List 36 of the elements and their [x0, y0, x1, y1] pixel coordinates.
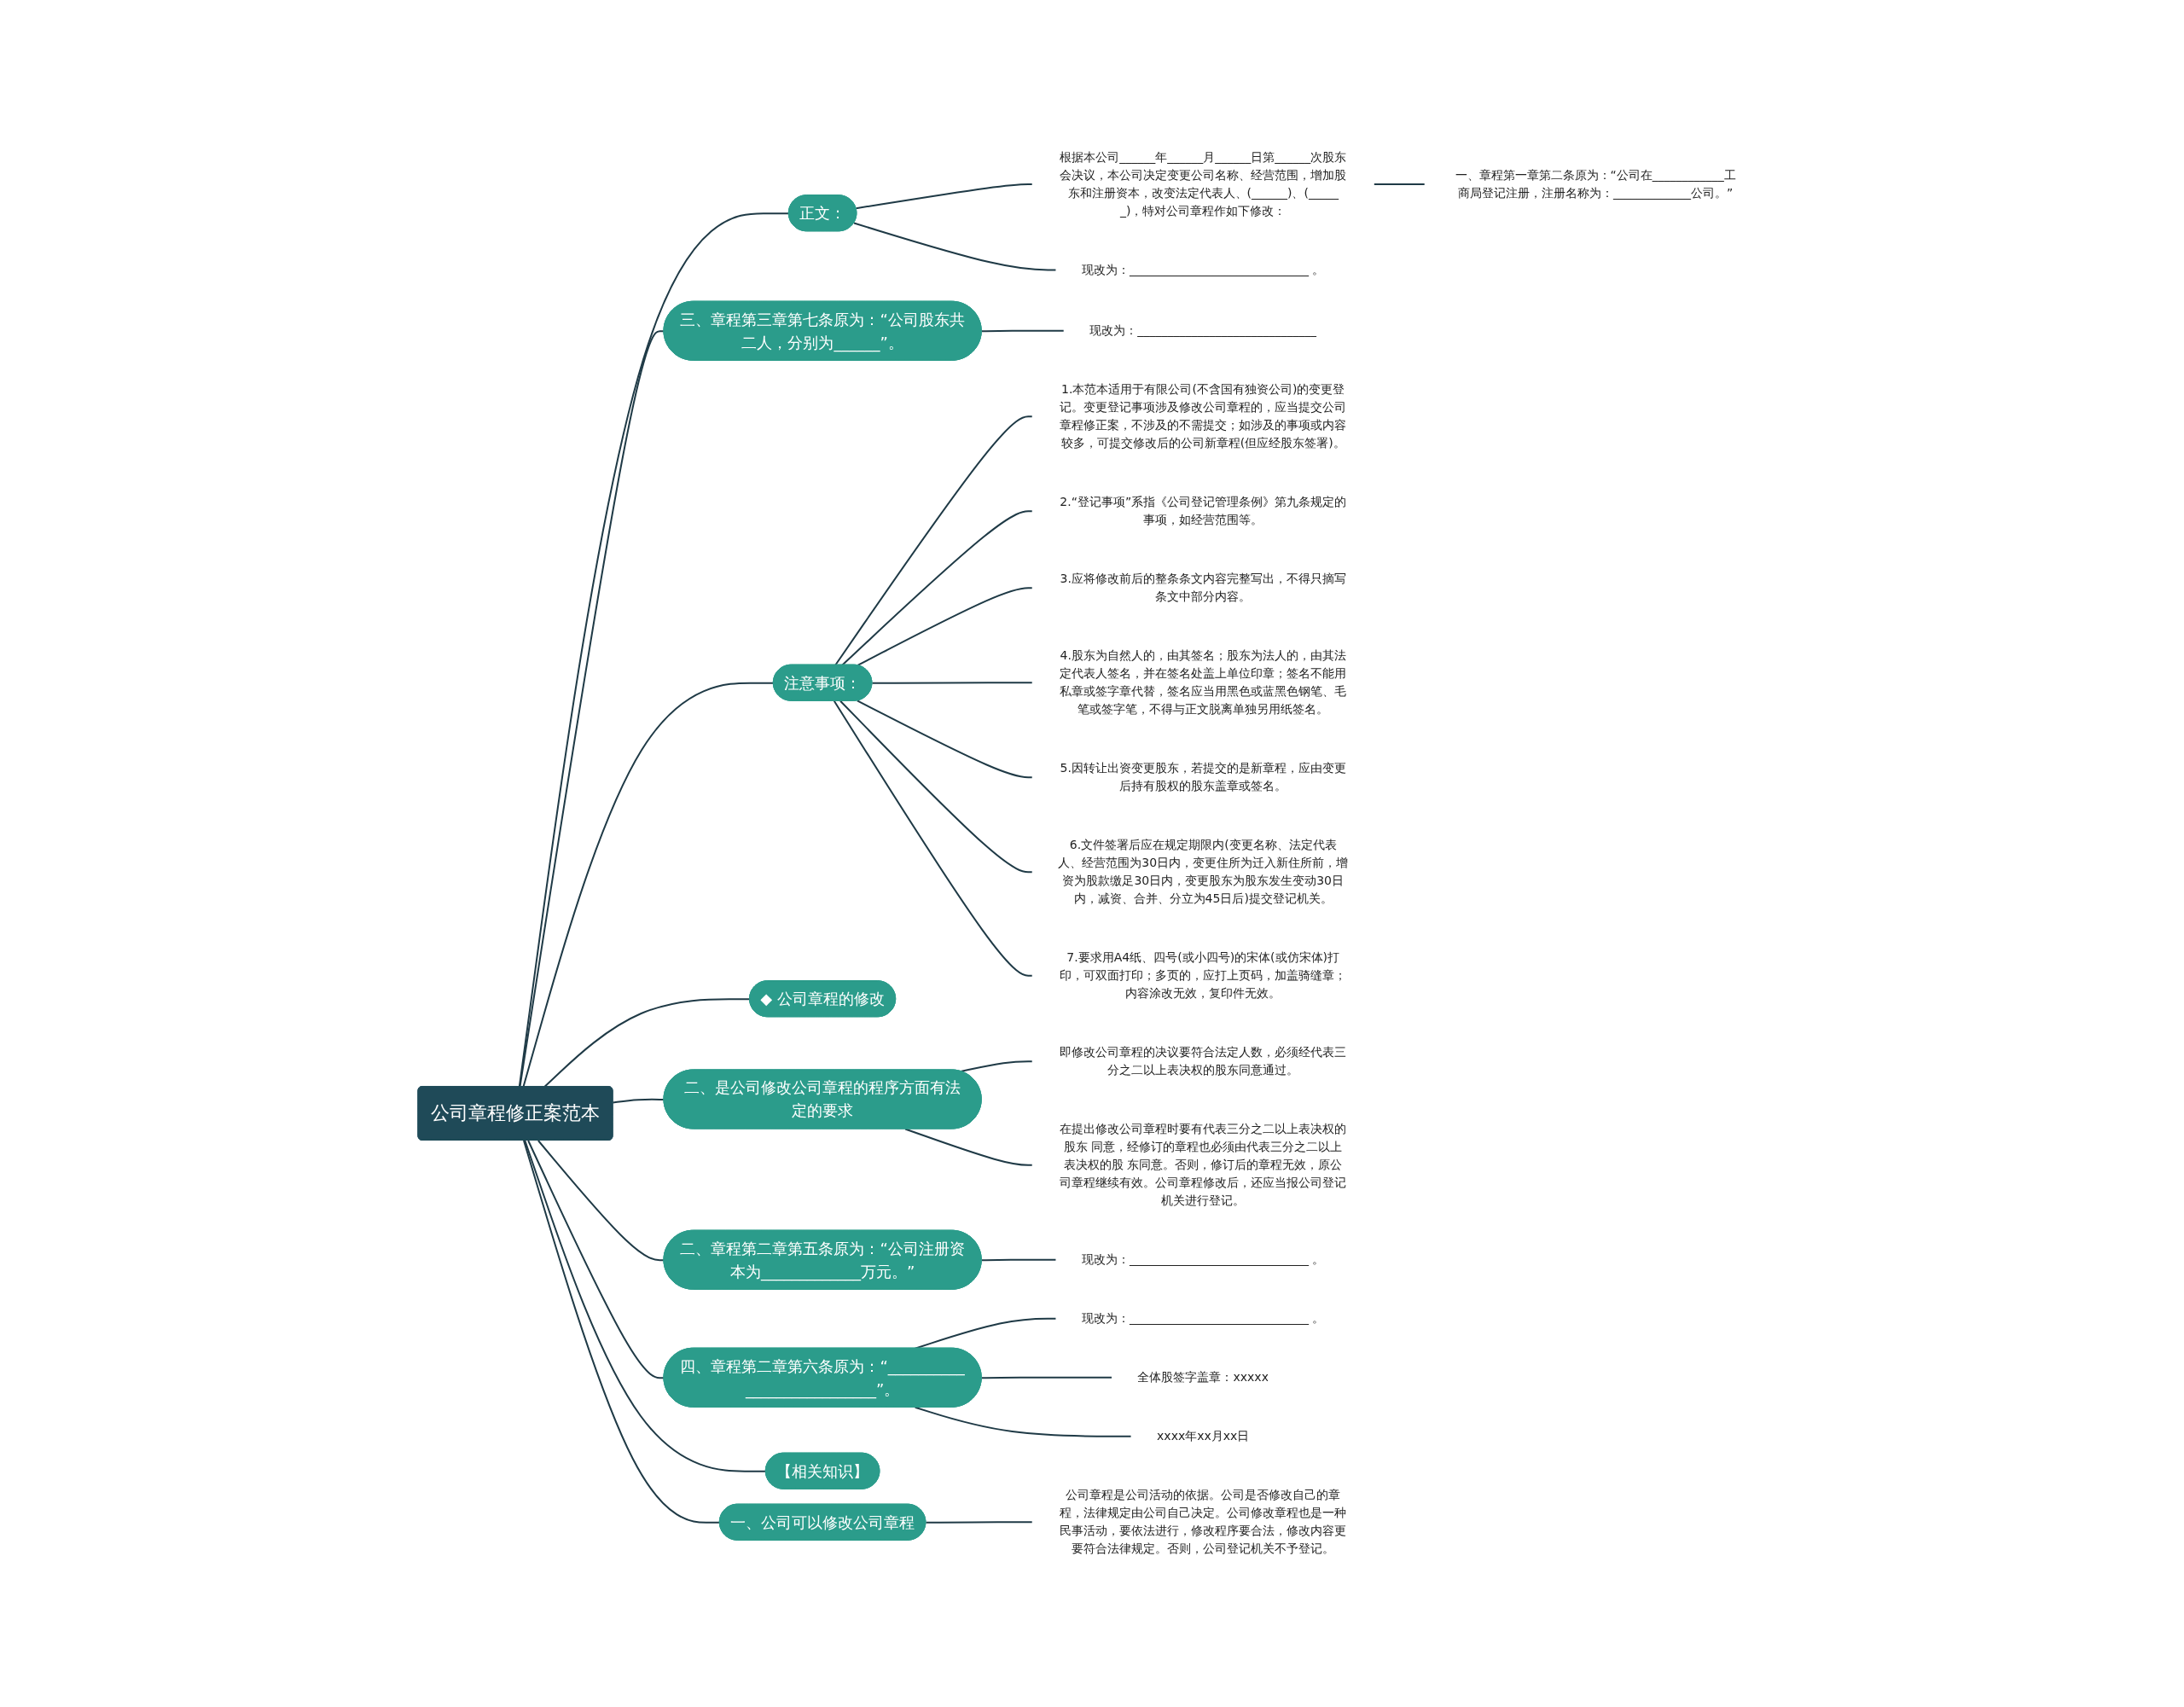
connector	[1373, 183, 1426, 186]
connector	[855, 183, 1034, 210]
connector	[904, 1128, 1034, 1167]
node-text: 全体股签字盖章：xxxxx	[1137, 1370, 1269, 1385]
node-text: 公司章程是公司活动的依据。公司是否修改自己的章程，法律规定由公司自己决定。公司修改章程也是一种民事活动，要依法进行，修改程序要合法，修改内容更要符合法律规定。否则，公司登记机关不予登记。	[1060, 1488, 1347, 1556]
node-text: 现改为：______________________________	[1089, 323, 1317, 338]
node-text: 1.本范本适用于有限公司(不含国有独资公司)的变更登记。变更登记事项涉及修改公司章程的，应当提交公司章程修正案，不涉及的不需提交；如涉及的事项或内容较多，可提交修改后的公司新章程(但应经股东签署)。	[1060, 382, 1347, 450]
connector	[524, 1140, 767, 1473]
node-text: 2.“登记事项”系指《公司登记管理条例》第九条规定的事项，如经营范围等。	[1060, 495, 1347, 527]
connector	[841, 510, 1034, 667]
connector	[871, 682, 1034, 685]
connector	[914, 1407, 1132, 1438]
connector	[852, 222, 1057, 271]
node-text: 在提出修改公司章程时要有代表三分之二以上表决权的股东 同意，经修订的章程也必须由代表三分之二以上表决权的股 东同意。否则，修订后的章程无效，原公司章程继续有效。公司章程修改后，还应当报公司登记机关进行登记。	[1060, 1122, 1347, 1208]
connector	[856, 587, 1034, 667]
connector	[856, 700, 1034, 779]
node-text: 根据本公司______年______月______日第______次股东会决议，本公司决定变更公司名称、经营范围，增加股东和注册资本，改变法定代表人、(______)、(______)，特对公司章程作如下修改：	[1060, 150, 1347, 218]
node-text: 现改为：______________________________ 。	[1081, 1252, 1325, 1267]
node-text: 4.股东为自然人的，由其签名；股东为法人的，由其法定代表人签名，并在签名处盖上单位印章；签名不能用私章或签字章代替，签名应当用黑色或蓝黑色钢笔、毛笔或签字笔，不得与正文脱离单独另用纸签名。	[1060, 648, 1347, 717]
connector	[980, 330, 1066, 333]
node-text: 现改为：______________________________ 。	[1081, 1311, 1325, 1326]
connector	[522, 1140, 721, 1524]
node-text: 7.要求用A4纸、四号(或小四号)的宋体(或仿宋体)打印，可双面打印；多页的，应打上页码，加盖骑缝章；内容涂改无效，复印件无效。	[1060, 950, 1347, 1001]
node-text: 现改为：______________________________ 。	[1081, 263, 1325, 277]
connector	[980, 1259, 1057, 1262]
connector	[834, 415, 1034, 667]
connector	[925, 1521, 1034, 1524]
node-text: 一、章程第一章第二条原为：“公司在____________工商局登记注册，注册名称为：_____________公司。”	[1455, 168, 1736, 200]
node-text: 5.因转让出资变更股东，若提交的是新章程，应由变更后持有股权的股东盖章或签名。	[1060, 761, 1346, 793]
node-text: 6.文件签署后应在规定期限内(变更名称、法定代表人、经营范围为30日内，变更住所为迁入新住所前，增资为股款缴足30日内，变更股东为股东发生变动30日内，减资、合并、分立为45日后)提交登记机关。	[1058, 838, 1348, 906]
node-text: 即修改公司章程的决议要符合法定人数，必须经代表三分之二以上表决权的股东同意通过。	[1060, 1045, 1347, 1077]
connector	[980, 1377, 1113, 1379]
node-text: xxxx年xx月xx日	[1156, 1429, 1250, 1443]
connector	[839, 700, 1034, 874]
connector	[833, 700, 1034, 978]
node-text: 3.应将修改前后的整条条文内容完整写出，不得只摘写条文中部分内容。	[1060, 572, 1346, 604]
